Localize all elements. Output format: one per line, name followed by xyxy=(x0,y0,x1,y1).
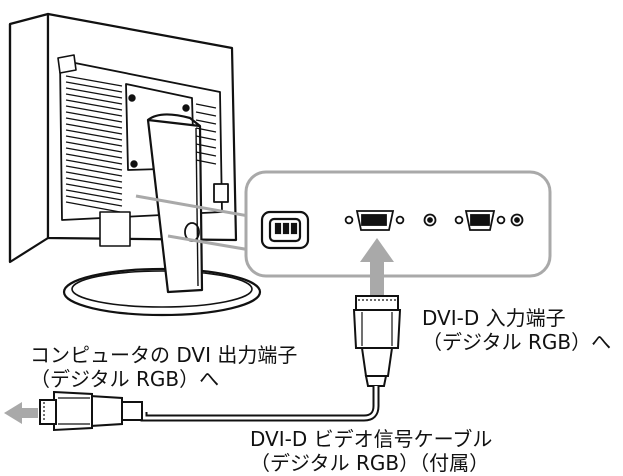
dvi-connector-icon xyxy=(352,295,402,387)
cable-label: DVI-D ビデオ信号ケーブル （デジタル RGB）（付属） xyxy=(250,427,492,475)
dvi-input-label-line2: （デジタル RGB）へ xyxy=(422,330,612,354)
ac-in-socket-icon xyxy=(260,210,310,250)
computer-output-label-line1: コンピュータの DVI 出力端子 xyxy=(30,343,298,367)
computer-output-label: コンピュータの DVI 出力端子 （デジタル RGB）へ xyxy=(30,343,297,391)
cable-label-line1: DVI-D ビデオ信号ケーブル xyxy=(250,427,493,451)
dvi-port-icon xyxy=(344,210,437,231)
dvi-input-label: DVI-D 入力端子 （デジタル RGB）へ xyxy=(422,306,611,354)
cable-label-line2: （デジタル RGB）（付属） xyxy=(250,451,490,475)
monitor-illustration xyxy=(8,12,262,317)
arrow-left-icon xyxy=(4,402,38,424)
vent-slits xyxy=(65,75,217,213)
arrow-up-icon xyxy=(360,238,394,298)
dvi-input-label-line1: DVI-D 入力端子 xyxy=(422,306,566,330)
connector-panel-zoom xyxy=(244,170,552,278)
dvi-connector-icon xyxy=(39,390,143,432)
vga-port-icon xyxy=(454,210,524,231)
computer-output-label-line2: （デジタル RGB）へ xyxy=(30,367,220,391)
